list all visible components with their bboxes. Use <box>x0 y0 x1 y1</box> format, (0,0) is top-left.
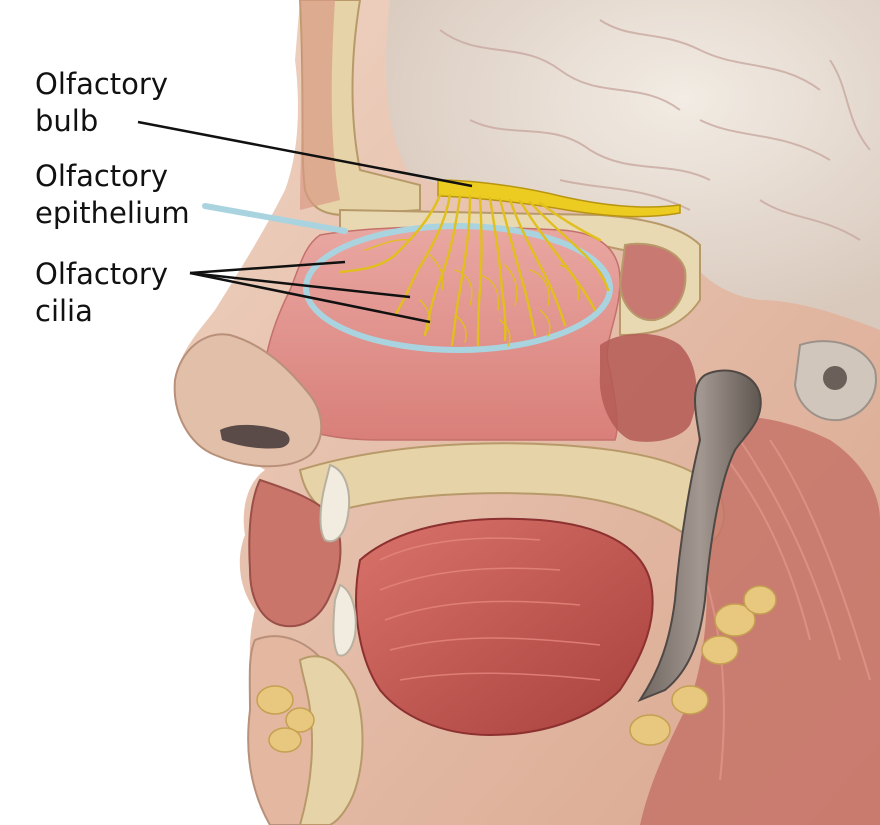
facial-muscle-forehead <box>300 0 340 210</box>
lower-incisor <box>332 583 357 657</box>
cilia-leader-line-2 <box>189 271 411 299</box>
mandible <box>298 655 364 825</box>
tongue-fibers <box>379 537 601 681</box>
label-olfactory-epithelium-line1: Olfactory <box>35 159 169 193</box>
glands <box>256 585 777 753</box>
label-olfactory-bulb-line1: Olfactory <box>35 67 169 101</box>
label-olfactory-cilia-line1: Olfactory <box>35 257 169 291</box>
cilia-leader-line-1 <box>189 260 346 275</box>
label-olfactory-cilia: Olfactory cilia <box>35 256 168 330</box>
ear-opening <box>823 366 847 390</box>
tongue <box>355 517 654 737</box>
upper-incisor <box>319 463 350 543</box>
sphenoid-sinus <box>599 333 697 442</box>
bulb-leader-line <box>137 120 473 188</box>
cilia-leader-line-3 <box>189 271 431 324</box>
neck-muscle <box>640 416 880 825</box>
label-olfactory-cilia-line2: cilia <box>35 294 93 328</box>
label-olfactory-bulb: Olfactory bulb <box>35 66 168 140</box>
label-olfactory-epithelium: Olfactory epithelium <box>35 158 190 232</box>
sinus-cavity-upper <box>618 242 687 322</box>
olfactory-nerve-branches <box>364 238 580 347</box>
eustachian-tube <box>637 369 762 703</box>
epithelium-ring <box>303 223 613 353</box>
label-olfactory-epithelium-line2: epithelium <box>35 196 190 230</box>
label-olfactory-bulb-line2: bulb <box>35 104 99 138</box>
epithelium-leader-line <box>202 203 348 234</box>
brain-folds <box>439 19 871 241</box>
olfactory-bulb-shape <box>437 179 681 218</box>
nostril <box>220 424 290 449</box>
